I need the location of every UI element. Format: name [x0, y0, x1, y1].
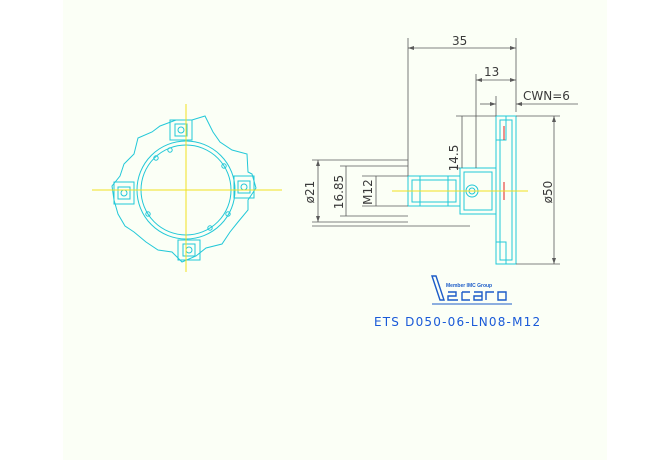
- insert-bottom: [177, 239, 201, 261]
- dimension-arrows: [316, 46, 556, 264]
- drawing-panel-top-left: [63, 0, 335, 268]
- mounting-hole: [145, 211, 151, 217]
- dim-hub-length: 13: [484, 65, 499, 79]
- part-number: ETS D050-06-LN08-M12: [374, 315, 541, 329]
- dim-cutter-diameter: ø50: [541, 181, 555, 204]
- dim-pilot-diameter: 16.85: [332, 175, 346, 209]
- dimension-lines: [312, 38, 578, 265]
- dim-cutting-width: CWN=6: [523, 89, 570, 103]
- iscar-logo: Member IMC Group: [431, 275, 512, 305]
- mounting-hole: [221, 163, 227, 169]
- cutter-front-view: [111, 115, 257, 263]
- insert-top: [169, 119, 193, 141]
- dim-overall-length: 35: [452, 34, 467, 48]
- cutter-body-outline: [111, 115, 257, 263]
- insert-left: [113, 181, 135, 205]
- mounting-hole: [207, 225, 213, 231]
- mounting-hole: [153, 155, 159, 161]
- dim-bore-diameter: ø21: [303, 181, 317, 204]
- drawing-panel-bottom: [63, 268, 607, 460]
- mounting-hole: [167, 147, 173, 153]
- front-view-centerlines: [92, 104, 282, 272]
- mounting-hole: [225, 211, 231, 217]
- dim-cut-depth: 14.5: [447, 145, 461, 172]
- logo-graphic: [431, 275, 507, 301]
- logo-tagline: Member IMC Group: [446, 283, 492, 289]
- dim-thread: M12: [361, 179, 375, 205]
